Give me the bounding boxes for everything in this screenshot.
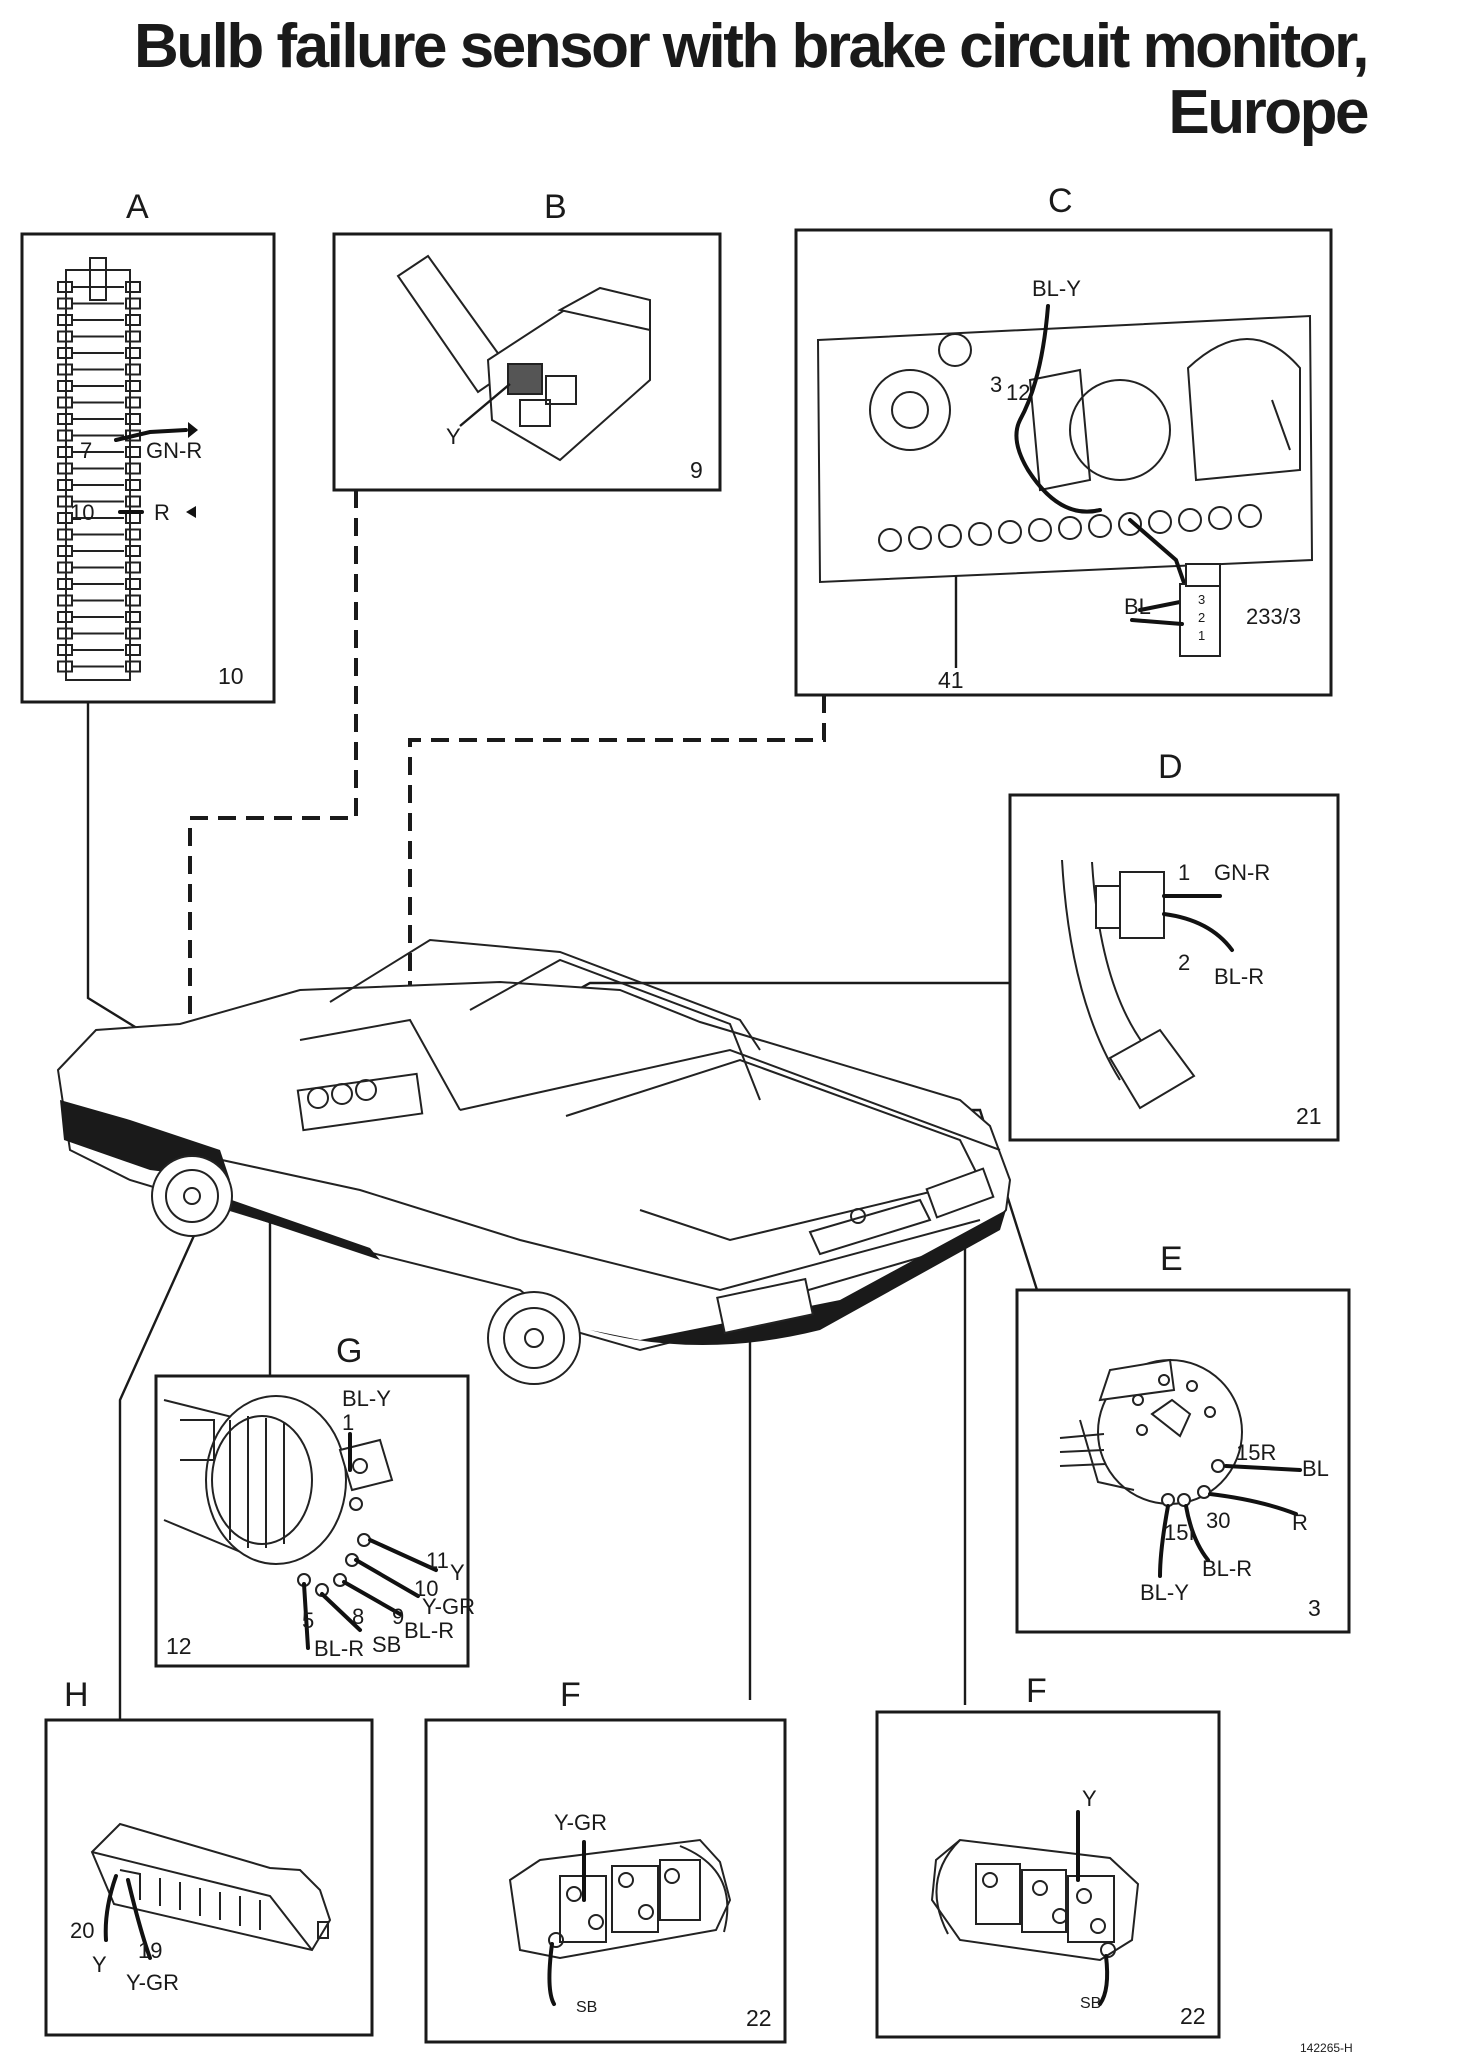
wire-label-bl-y: BL-Y [1032,276,1081,301]
wire-label-bl: BL [1302,1456,1329,1481]
wire-label-y-gr: Y-GR [554,1810,607,1835]
panel-h-frame [44,1718,374,2037]
title-line-2: Europe [1168,78,1369,147]
panel-c: C BL-Y 3 12 3 2 1 BL 233/3 41 [794,182,1333,697]
wire-label-y: Y [446,424,461,449]
reference-number: 142265-H [1300,2041,1353,2055]
pin-label-5: 5 [302,1608,314,1633]
wire-label-gn-r: GN-R [1214,860,1270,885]
panel-f-right-letter: F [1026,1672,1047,1710]
wire-label-bl-r: BL-R [1214,964,1264,989]
wire-label-y: Y [450,1560,465,1585]
panel-h: H 20 Y 19 Y-GR [44,1676,374,2037]
connector-pin-1: 1 [1198,628,1205,643]
panel-g-number: 12 [166,1633,192,1659]
panel-e-number: 3 [1308,1595,1321,1621]
terminal-label-3: 3 [990,372,1002,397]
connector-233: 3 2 1 [1179,563,1221,657]
pin-label-8: 8 [352,1604,364,1629]
line-h-to-car [118,1199,212,1720]
ignition-switch-illustration [1059,1358,1243,1507]
panel-d-letter: D [1158,748,1183,786]
panel-c-letter: C [1048,182,1073,220]
terminal-label-12: 12 [1006,380,1030,405]
panel-f-left: F Y-GR SB 22 [424,1676,787,2044]
wire-label-bl-r-9: BL-R [404,1618,454,1643]
line-a-to-car [86,702,201,1064]
wire-label-r: R [154,500,170,525]
pin-label-1: 1 [1178,860,1190,885]
panel-d-frame [1008,793,1340,1142]
wire-label-y-gr: Y-GR [126,1970,179,1995]
panel-f-right-frame [875,1710,1221,2039]
instrument-cluster-illustration [816,314,1314,584]
panel-d: D 1 GN-R 2 BL-R 21 [1008,748,1340,1142]
central-connector-illustration [163,1395,394,1597]
pin-label-1: 1 [342,1410,354,1435]
pin-label-19: 19 [138,1938,162,1963]
panel-f-right-number: 22 [1180,2003,1206,2029]
wire-label-y: Y [92,1952,107,1977]
panel-c-number: 41 [938,667,964,693]
wire-label-r: R [1292,1510,1308,1535]
panel-g: G BL-Y 1 11 Y 10 Y-GR 9 BL-R [154,1332,475,1668]
panel-h-letter: H [64,1676,89,1714]
terminal-label-15r: 15R [1236,1440,1276,1465]
wire-label-bl-y: BL-Y [342,1386,391,1411]
panel-a: A 7 GN-R 10 R 10 [20,188,276,704]
car-illustration [56,938,1012,1385]
panel-f-left-frame [424,1718,787,2044]
panel-g-letter: G [336,1332,362,1370]
pin-label-10: 10 [70,500,94,525]
wire-label-sb: SB [576,1999,597,2016]
part-label-233-3: 233/3 [1246,604,1301,629]
wire-label-sb: SB [1080,1995,1101,2012]
page-title: Bulb failure sensor with brake circuit m… [134,12,1370,147]
line-b-to-car [188,490,358,1065]
panel-c-frame [794,228,1333,697]
pin-label-9: 9 [392,1604,404,1629]
wire-label-y: Y [1082,1786,1097,1811]
tail-light-holder-illustration-left [508,1838,732,1960]
pin-label-11: 11 [426,1548,449,1573]
wire-label-bl-y: BL-Y [1140,1580,1189,1605]
connector-pin-2: 2 [1198,610,1205,625]
panel-b-number: 9 [690,457,703,483]
line-c-to-car [368,695,826,1092]
sensor-connector-illustration [90,1822,332,1952]
pin-label-7: 7 [80,438,92,463]
wire-label-bl-r: BL-R [1202,1556,1252,1581]
panel-e-frame [1015,1288,1351,1634]
pin-label-2: 2 [1178,950,1190,975]
panel-g-frame [154,1374,470,1668]
connector-pin-3: 3 [1198,592,1205,607]
brake-pedal-switch-illustration [1061,859,1196,1110]
panel-b-letter: B [544,188,567,226]
panel-f-right: F Y SB 22 [875,1672,1221,2039]
terminal-label-15i: 15I [1164,1520,1195,1545]
panel-b-frame [332,232,722,492]
fuse-box-illustration [57,257,141,681]
panel-e-letter: E [1160,1240,1183,1278]
terminal-label-30: 30 [1206,1508,1230,1533]
wire-label-bl-r-5: BL-R [314,1636,364,1661]
panel-f-left-number: 22 [746,2005,772,2031]
panel-e: E 15R BL 30 R 15I BL-R BL-Y 3 [1015,1240,1351,1634]
pin-label-20: 20 [70,1918,94,1943]
wire-label-sb: SB [372,1632,401,1657]
wire-label-bl: BL [1124,594,1151,619]
relay-illustration [396,254,651,462]
title-line-1: Bulb failure sensor with brake circuit m… [134,12,1370,81]
wire-label-y-gr: Y-GR [422,1594,475,1619]
panel-a-letter: A [126,188,149,226]
panel-a-number: 10 [218,663,244,689]
panel-b: B Y 9 [332,188,722,492]
panel-f-left-letter: F [560,1676,581,1714]
wire-label-gn-r: GN-R [146,438,202,463]
pin-label-10: 10 [414,1576,438,1601]
tail-light-holder-illustration-right [930,1838,1140,1962]
panel-d-number: 21 [1296,1103,1322,1129]
panel-a-frame [20,232,276,704]
